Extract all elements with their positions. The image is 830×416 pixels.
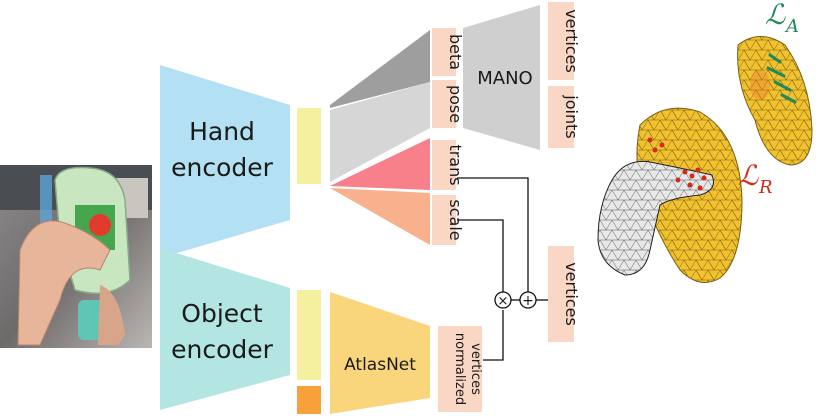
- mano-joints-box: [548, 86, 574, 148]
- mano-joints-label: joints: [562, 94, 581, 138]
- add-operator: +: [522, 293, 534, 309]
- add-operator-circle: [519, 291, 537, 309]
- multiply-operator-circle: [494, 291, 512, 309]
- hand-encoder-label-line1: Hand: [189, 117, 255, 146]
- hand-encoder-trapezoid: [160, 65, 290, 258]
- hand-latent-vector: [297, 108, 321, 184]
- trans-wire: [457, 177, 529, 292]
- scale-wire: [457, 219, 504, 292]
- trans-label-box: [432, 140, 456, 190]
- object-encoder-label-line1: Object: [181, 299, 263, 328]
- normalized-vertices-line2: vertices: [468, 343, 483, 395]
- object-encoder-trapezoid: [160, 248, 290, 410]
- scale-fc-branch: [330, 188, 430, 245]
- beta-label: beta: [446, 34, 465, 70]
- mano-block: [463, 5, 540, 150]
- trans-label: trans: [446, 144, 465, 185]
- trans-fc-branch: [330, 138, 430, 190]
- repulsion-loss-symbol: ℒ: [738, 159, 759, 192]
- object-vertices-label: vertices: [562, 262, 581, 326]
- normalized-vertices-line1: normalized: [452, 333, 467, 405]
- pose-label: pose: [446, 85, 465, 123]
- input-image: [0, 165, 152, 348]
- mano-label: MANO: [477, 68, 532, 89]
- mano-vertices-box: [548, 2, 574, 80]
- beta-fc-branch: [330, 30, 430, 108]
- scale-label-box: [432, 195, 456, 245]
- repulsion-loss-subscript: R: [758, 177, 773, 198]
- attraction-loss-subscript: A: [784, 16, 799, 37]
- hand-encoder-label-line2: encoder: [171, 153, 274, 182]
- repulsion-mesh-render: [597, 107, 743, 283]
- mano-vertices-label: vertices: [562, 9, 581, 73]
- object-encoder-label-line2: encoder: [171, 335, 274, 364]
- multiply-operator: ×: [498, 294, 509, 309]
- object-latent-vector: [297, 290, 321, 380]
- atlasnet-block: [330, 292, 430, 414]
- repulsion-loss-label: ℒ R: [738, 159, 773, 198]
- pose-fc-branch: [330, 82, 430, 182]
- attraction-loss-symbol: ℒ: [765, 0, 786, 31]
- pose-label-box: [432, 80, 456, 128]
- normalized-vertices-wire: [483, 310, 504, 361]
- attraction-mesh-render: [737, 36, 813, 166]
- scale-label: scale: [446, 199, 465, 240]
- attraction-loss-label: ℒ A: [765, 0, 799, 37]
- object-vertices-box: [548, 246, 574, 342]
- object-extra-code: [297, 386, 321, 414]
- atlasnet-label: AtlasNet: [344, 355, 416, 375]
- connection-lines: [457, 177, 548, 361]
- beta-label-box: [432, 28, 456, 76]
- normalized-vertices-box: [438, 326, 482, 412]
